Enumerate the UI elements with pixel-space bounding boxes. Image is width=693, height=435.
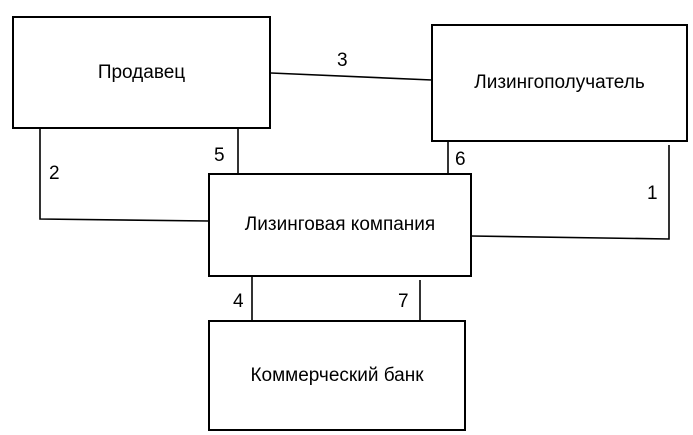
edge-label-6: 6 [455,149,466,170]
seller-box: Продавец [12,16,271,129]
edge-label-7: 7 [398,291,409,312]
edge-label-4: 4 [233,291,244,312]
lessee-box: Лизингополучатель [431,24,688,142]
leasing-company-label: Лизинговая компания [244,214,436,235]
bank-box: Коммерческий банк [208,320,466,431]
connector-1 [470,145,670,240]
leasing-company-box: Лизинговая компания [208,173,472,277]
seller-label: Продавец [97,61,186,83]
edge-label-5: 5 [214,145,225,166]
edge-label-3: 3 [337,50,348,71]
bank-label: Коммерческий банк [250,364,424,386]
edge-label-1: 1 [647,183,658,204]
connector-2 [39,128,210,222]
lessee-label: Лизингополучатель [474,72,645,93]
edge-label-2: 2 [49,163,60,184]
connector-3 [270,72,433,81]
